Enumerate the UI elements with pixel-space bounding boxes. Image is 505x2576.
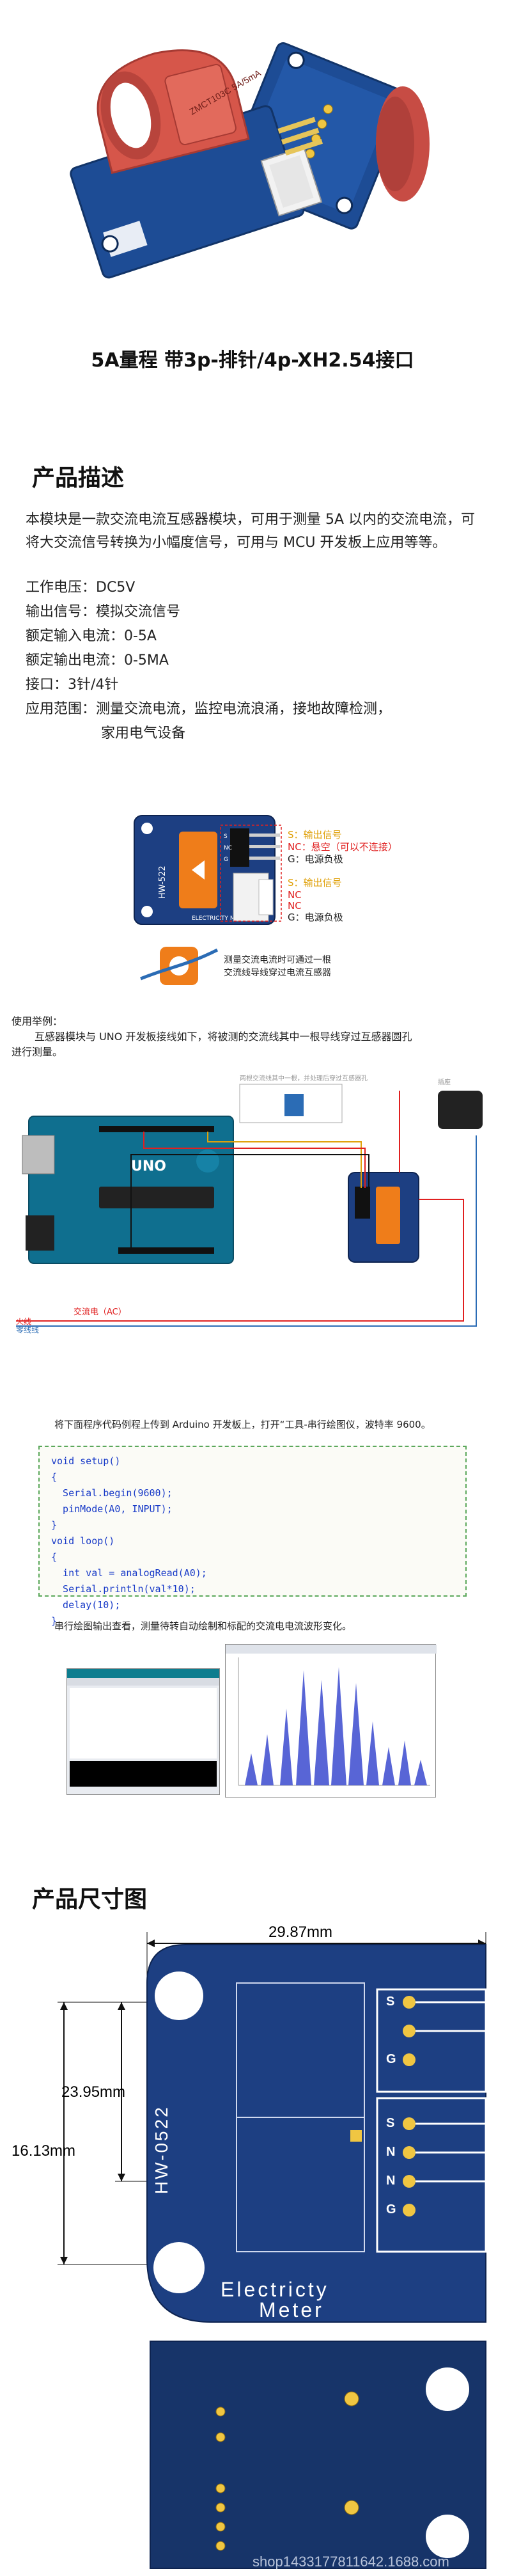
code-line: { bbox=[51, 1471, 58, 1483]
width-dimension: 29.87mm bbox=[268, 1925, 332, 1941]
wiring-diagram: UNO 两根交流线其中一根，并处理后穿过互感器孔 插座 交流电（AC） 火线 零… bbox=[16, 1065, 495, 1334]
spec-interface: 接口：3针/4针 bbox=[26, 677, 119, 693]
height2-dimension: 16.13mm bbox=[12, 2142, 75, 2160]
pin-top-s: S bbox=[386, 1995, 394, 2009]
height1-dimension: 23.95mm bbox=[61, 2083, 125, 2101]
hero-product-photo: ZMCT103C 5A/5mA bbox=[0, 0, 505, 345]
pin-top-g: G bbox=[386, 2052, 396, 2066]
usage-block: 使用举例： 互感器模块与 UNO 开发板接线如下，将被测的交流线其中一根导线穿过… bbox=[12, 1014, 497, 1060]
pin-bottom-s: S bbox=[386, 2116, 394, 2130]
label-3p-nc: NC：悬空（可以不连接） bbox=[288, 841, 398, 853]
code-line: { bbox=[51, 1551, 58, 1563]
description-paragraph: 本模块是一款交流电流互感器模块，可用于测量 5A 以内的交流电流，可将大交流信号… bbox=[26, 512, 476, 551]
upload-instruction: 将下面程序代码例程上传到 Arduino 开发板上，打开“工具-串行绘图仪，波特… bbox=[54, 1419, 431, 1430]
spec-output-current: 额定输出电流：0-5MA bbox=[26, 652, 169, 668]
code-line: void setup() bbox=[51, 1455, 121, 1467]
spec-list: 工作电压：DC5V 输出信号：模拟交流信号 额定输入电流：0-5A 额定输出电流… bbox=[26, 576, 486, 746]
label-3p-g: G：电源负极 bbox=[288, 853, 343, 865]
code-line: pinMode(A0, INPUT); bbox=[51, 1503, 173, 1515]
code-line: } bbox=[51, 1519, 58, 1531]
label-4p-g: G：电源负极 bbox=[288, 912, 343, 923]
label-4p-s: S：输出信号 bbox=[288, 877, 342, 889]
board-text-2: Meter bbox=[259, 2298, 324, 2321]
watermark: shop1433177811642.1688.com bbox=[252, 2554, 449, 2570]
code-line: Serial.println(val*10); bbox=[51, 1583, 196, 1595]
board-silkscreen-label: HW-0522 bbox=[152, 2105, 171, 2194]
plotter-instruction: 串行绘图输出查看，测量待转自动绘制和标配的交流电电流波形变化。 bbox=[54, 1620, 352, 1632]
ac-label: 交流电（AC） bbox=[74, 1307, 127, 1317]
live-wire-label: 火线 bbox=[16, 1317, 31, 1326]
spec-output-signal: 输出信号：模拟交流信号 bbox=[26, 604, 181, 620]
board-label: HW-522 bbox=[158, 865, 167, 899]
description-heading: 产品描述 bbox=[32, 465, 125, 491]
neutral-wire-label: 零线线 bbox=[16, 1325, 39, 1334]
coil-note-2: 交流线导线穿过电流互感器 bbox=[224, 967, 331, 978]
spec-input-current: 额定输入电流：0-5A bbox=[26, 628, 157, 644]
pin-bottom-n2: N bbox=[386, 2174, 395, 2188]
label-4p-nc2: NC bbox=[288, 900, 302, 912]
usage-title: 使用举例： bbox=[12, 1015, 63, 1027]
serial-plotter-screenshot bbox=[225, 1644, 437, 1798]
spec-application-cont: 家用电气设备 bbox=[101, 725, 186, 741]
code-line: } bbox=[51, 1615, 58, 1627]
code-lines: void setup() { Serial.begin(9600); pinMo… bbox=[40, 1447, 465, 1636]
board-text-1: Electricty bbox=[221, 2278, 329, 2301]
pin-s-label: S bbox=[224, 834, 228, 840]
pin-bottom-n1: N bbox=[386, 2145, 395, 2159]
module-pinout-diagram: HW-522 ELECTRICITY METER S NC G S：输出信号 N… bbox=[128, 803, 428, 1007]
wiring-note-2: 插座 bbox=[438, 1078, 451, 1086]
arduino-ide-screenshot bbox=[66, 1668, 220, 1795]
spec-voltage: 工作电压：DC5V bbox=[26, 580, 136, 596]
dimension-drawing: 29.87mm 23.95mm 16.13mm HW-0522 Electric… bbox=[0, 1924, 505, 2573]
coil-note-1: 测量交流电流时可通过一根 bbox=[224, 954, 331, 965]
pin-bottom-g: G bbox=[386, 2202, 396, 2216]
usage-line-2: 进行测量。 bbox=[12, 1046, 63, 1058]
pin-nc-label: NC bbox=[224, 845, 232, 851]
code-line: void loop() bbox=[51, 1535, 115, 1547]
svg-text:UNO: UNO bbox=[131, 1158, 166, 1174]
code-line: int val = analogRead(A0); bbox=[51, 1567, 207, 1579]
label-4p-nc1: NC bbox=[288, 889, 302, 901]
label-3p-s: S：输出信号 bbox=[288, 829, 342, 841]
pin-g-label: G bbox=[224, 857, 228, 863]
usage-line-1: 互感器模块与 UNO 开发板接线如下，将被测的交流线其中一根导线穿过互感器圆孔 bbox=[35, 1031, 412, 1043]
code-line: Serial.begin(9600); bbox=[51, 1487, 173, 1499]
dimensions-heading: 产品尺寸图 bbox=[32, 1886, 148, 1913]
code-line: delay(10); bbox=[51, 1599, 121, 1611]
wiring-note-1: 两根交流线其中一根，并处理后穿过互感器孔 bbox=[240, 1074, 368, 1082]
product-title: 5A量程 带3p-排针/4p-XH2.54接口 bbox=[91, 349, 414, 372]
current-sensor-photo: ZMCT103C 5A/5mA bbox=[70, 42, 430, 279]
code-example: void setup() { Serial.begin(9600); pinMo… bbox=[38, 1446, 467, 1627]
spec-application: 应用范围：测量交流电流，监控电流浪涌，接地故障检测， bbox=[26, 701, 392, 717]
